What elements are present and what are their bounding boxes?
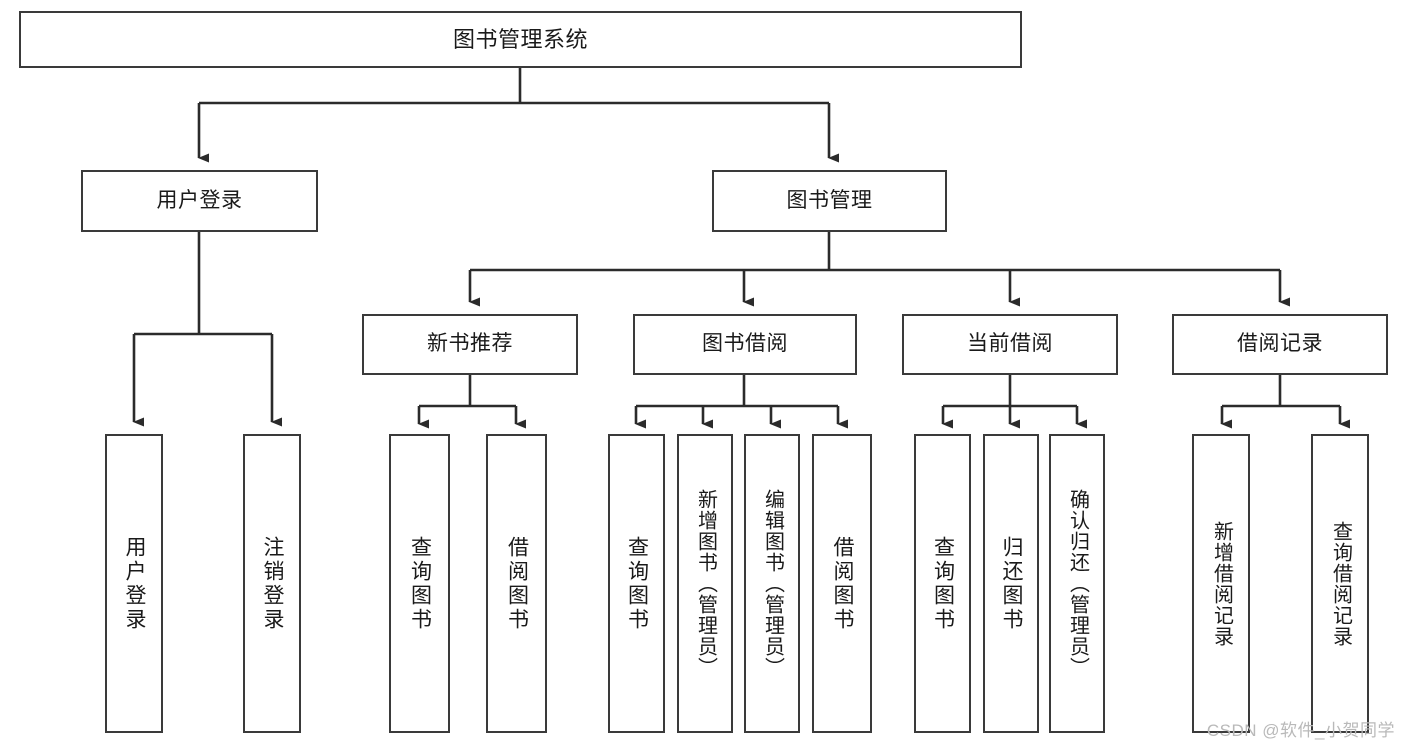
leaf-borrow-borrow-book[interactable]: 借阅图书 bbox=[812, 434, 872, 733]
leaf-borrow-query-book-label: 查询图书 bbox=[625, 535, 649, 632]
node-borrow-record-label: 借阅记录 bbox=[1237, 332, 1323, 356]
leaf-borrow-borrow-book-label: 借阅图书 bbox=[831, 535, 855, 632]
leaf-record-add-record[interactable]: 新增借阅记录 bbox=[1192, 434, 1250, 733]
leaf-current-return-book[interactable]: 归还图书 bbox=[983, 434, 1039, 733]
watermark: CSDN @软件_小贺同学 bbox=[1206, 721, 1395, 740]
leaf-current-query-book[interactable]: 查询图书 bbox=[914, 434, 971, 733]
node-borrow-record[interactable]: 借阅记录 bbox=[1172, 314, 1388, 375]
leaf-borrow-edit-book-label: 编辑图书（管理员） bbox=[761, 489, 784, 678]
node-new-book-recommend[interactable]: 新书推荐 bbox=[362, 314, 578, 375]
leaf-borrow-query-book[interactable]: 查询图书 bbox=[608, 434, 665, 733]
node-user-login[interactable]: 用户登录 bbox=[81, 170, 318, 232]
leaf-recommend-query-book[interactable]: 查询图书 bbox=[389, 434, 450, 733]
node-book-borrow-label: 图书借阅 bbox=[702, 332, 788, 356]
leaf-current-return-book-label: 归还图书 bbox=[1000, 535, 1024, 632]
node-root[interactable]: 图书管理系统 bbox=[19, 11, 1022, 68]
node-book-management-label: 图书管理 bbox=[786, 188, 873, 212]
node-book-borrow[interactable]: 图书借阅 bbox=[633, 314, 857, 375]
leaf-current-confirm-return[interactable]: 确认归还（管理员） bbox=[1049, 434, 1105, 733]
node-root-label: 图书管理系统 bbox=[452, 26, 588, 52]
leaf-record-query-record-label: 查询借阅记录 bbox=[1329, 520, 1352, 647]
node-current-borrow[interactable]: 当前借阅 bbox=[902, 314, 1118, 375]
leaf-borrow-add-book-label: 新增图书（管理员） bbox=[694, 489, 717, 678]
leaf-current-query-book-label: 查询图书 bbox=[931, 535, 955, 632]
leaf-recommend-borrow-book-label: 借阅图书 bbox=[505, 535, 529, 632]
leaf-borrow-add-book[interactable]: 新增图书（管理员） bbox=[677, 434, 733, 733]
node-new-book-recommend-label: 新书推荐 bbox=[427, 332, 513, 356]
leaf-recommend-borrow-book[interactable]: 借阅图书 bbox=[486, 434, 547, 733]
leaf-user-login-signin-label: 用户登录 bbox=[123, 535, 147, 632]
leaf-user-login-signin[interactable]: 用户登录 bbox=[105, 434, 163, 733]
leaf-user-login-signout-label: 注销登录 bbox=[261, 535, 285, 632]
leaf-current-confirm-return-label: 确认归还（管理员） bbox=[1066, 489, 1089, 678]
leaf-record-query-record[interactable]: 查询借阅记录 bbox=[1311, 434, 1369, 733]
node-user-login-label: 用户登录 bbox=[156, 188, 243, 212]
leaf-user-login-signout[interactable]: 注销登录 bbox=[243, 434, 301, 733]
leaf-borrow-edit-book[interactable]: 编辑图书（管理员） bbox=[744, 434, 800, 733]
leaf-record-add-record-label: 新增借阅记录 bbox=[1210, 520, 1233, 647]
node-book-management[interactable]: 图书管理 bbox=[712, 170, 947, 232]
node-current-borrow-label: 当前借阅 bbox=[967, 332, 1053, 356]
leaf-recommend-query-book-label: 查询图书 bbox=[408, 535, 432, 632]
